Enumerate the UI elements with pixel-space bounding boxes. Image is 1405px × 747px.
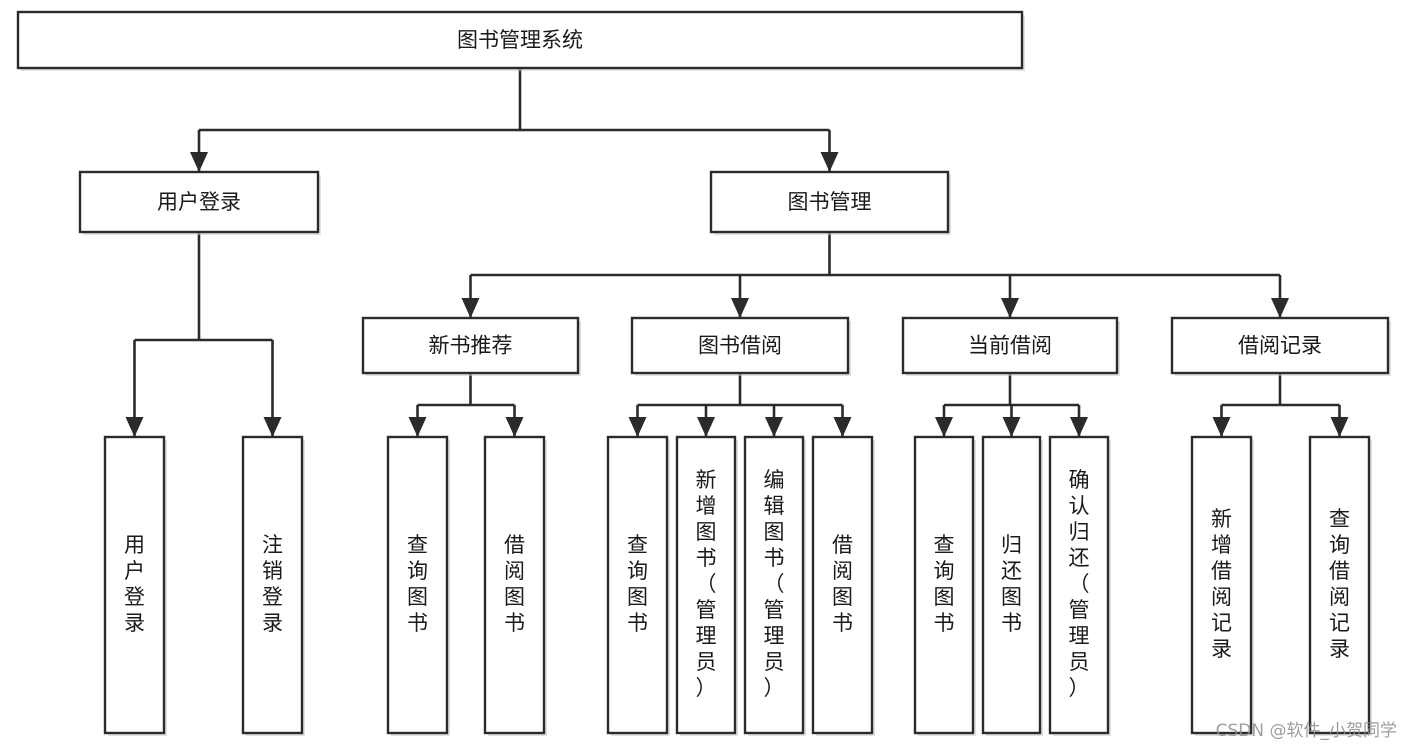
node-leaf-query-book-2: 查询图书 — [606, 435, 670, 736]
node-book-borrow: 图书借阅 — [630, 316, 851, 376]
node-label: 新增借阅记录 — [1211, 507, 1232, 661]
node-label: 图书借阅 — [698, 334, 782, 358]
node-leaf-add-book: 新增图书（管理员） — [675, 435, 738, 736]
arrow-head-icon — [731, 298, 749, 318]
node-label: 查询图书 — [627, 533, 648, 635]
node-label: 借阅图书 — [832, 533, 853, 635]
node-leaf-borrow-book-2: 借阅图书 — [811, 435, 875, 736]
node-user-login: 用户登录 — [78, 170, 321, 235]
node-label: 编辑图书（管理员） — [764, 468, 785, 700]
arrow-head-icon — [1001, 298, 1019, 318]
node-rect — [1170, 316, 1390, 375]
node-rect — [1190, 435, 1253, 735]
node-rect — [901, 316, 1119, 375]
node-rect — [483, 435, 546, 735]
arrow-head-icon — [628, 417, 647, 437]
node-label: 图书管理 — [788, 190, 872, 214]
node-label: 新书推荐 — [429, 334, 513, 358]
node-new-book-recommend: 新书推荐 — [361, 316, 581, 376]
node-rect — [78, 170, 320, 234]
node-rect — [709, 170, 950, 234]
node-book-management: 图书管理 — [709, 170, 951, 235]
node-label: 当前借阅 — [968, 334, 1052, 358]
node-label: 查询图书 — [407, 533, 428, 635]
node-leaf-user-login: 用户登录 — [103, 435, 167, 736]
node-rect — [606, 435, 669, 735]
node-label: 用户登录 — [124, 533, 145, 635]
node-label: 图书管理系统 — [457, 28, 583, 52]
arrow-head-icon — [125, 417, 144, 437]
arrow-head-icon — [190, 152, 208, 172]
node-label: 借阅图书 — [504, 533, 525, 635]
node-label: 新增图书（管理员） — [696, 468, 717, 700]
node-label: 用户登录 — [157, 190, 241, 214]
node-leaf-logout: 注销登录 — [241, 435, 305, 736]
arrow-head-icon — [1002, 417, 1021, 437]
arrow-head-icon — [820, 152, 839, 172]
arrow-head-icon — [833, 417, 852, 437]
node-label: 归还图书 — [1001, 533, 1022, 635]
arrow-head-icon — [408, 417, 427, 437]
node-label: 查询图书 — [934, 533, 955, 635]
node-rect — [16, 10, 1024, 70]
arrow-head-icon — [1070, 417, 1088, 437]
node-rect — [103, 435, 166, 735]
arrow-head-icon — [697, 417, 715, 437]
node-rect — [811, 435, 874, 735]
node-leaf-edit-book: 编辑图书（管理员） — [743, 435, 806, 736]
node-leaf-return-book: 归还图书 — [981, 435, 1043, 736]
arrow-head-icon — [461, 298, 480, 318]
node-leaf-confirm-return: 确认归还（管理员） — [1048, 435, 1111, 736]
node-label: 注销登录 — [262, 533, 283, 635]
node-leaf-query-record: 查询借阅记录 — [1308, 435, 1372, 736]
node-rect — [743, 435, 805, 735]
node-rect — [1048, 435, 1110, 735]
connectors-layer — [125, 68, 1349, 437]
node-rect — [630, 316, 850, 375]
arrow-head-icon — [1271, 298, 1289, 318]
node-rect — [386, 435, 449, 735]
node-rect — [981, 435, 1042, 735]
node-rect — [361, 316, 580, 375]
node-rect — [675, 435, 737, 735]
arrow-head-icon — [1212, 417, 1231, 437]
node-rect — [913, 435, 975, 735]
node-label: 确认归还（管理员） — [1069, 468, 1090, 700]
arrow-head-icon — [505, 417, 524, 437]
node-rect — [1308, 435, 1371, 735]
node-leaf-query-book-3: 查询图书 — [913, 435, 976, 736]
node-label: 借阅记录 — [1238, 334, 1322, 358]
arrow-head-icon — [263, 417, 282, 437]
node-root: 图书管理系统 — [16, 10, 1025, 71]
arrow-head-icon — [1330, 417, 1349, 437]
arrow-head-icon — [935, 417, 953, 437]
node-leaf-borrow-book-1: 借阅图书 — [483, 435, 547, 736]
arrow-head-icon — [765, 417, 783, 437]
node-current-borrow: 当前借阅 — [901, 316, 1120, 376]
node-borrow-record: 借阅记录 — [1170, 316, 1391, 376]
nodes-layer: 图书管理系统用户登录图书管理新书推荐图书借阅当前借阅借阅记录用户登录注销登录查询… — [16, 10, 1391, 736]
node-label: 查询借阅记录 — [1329, 507, 1350, 661]
node-rect — [241, 435, 304, 735]
node-leaf-add-record: 新增借阅记录 — [1190, 435, 1254, 736]
node-leaf-query-book-1: 查询图书 — [386, 435, 450, 736]
